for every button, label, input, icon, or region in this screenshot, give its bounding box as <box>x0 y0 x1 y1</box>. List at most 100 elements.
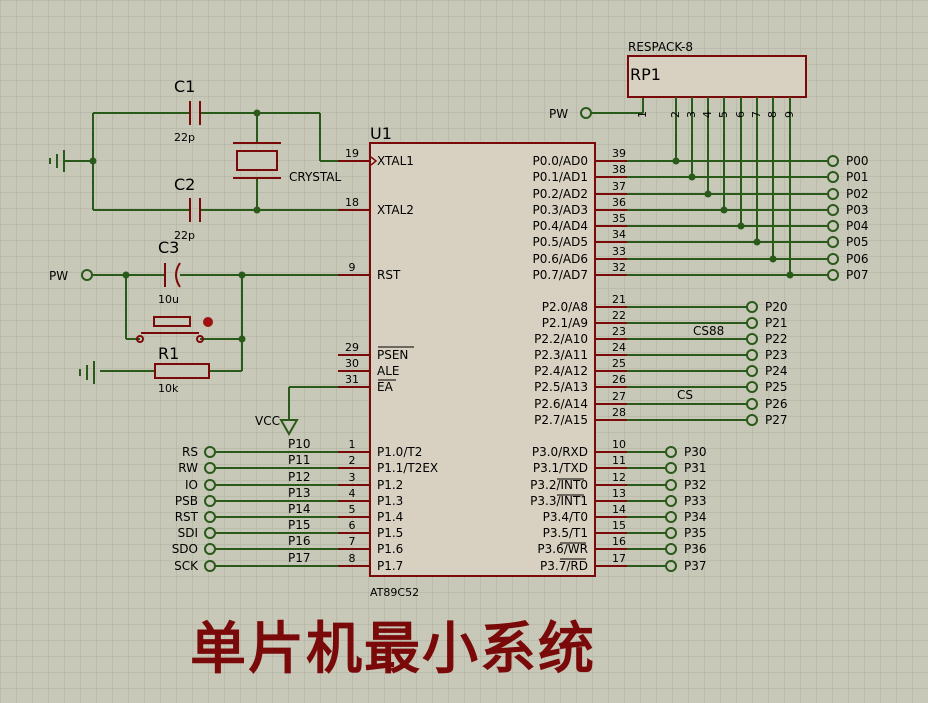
p3-terminal-p30 <box>665 446 677 458</box>
p1-wire-label: P16 <box>288 534 311 548</box>
xtal1-clock-mark <box>370 156 378 166</box>
p2-terminal-label: P25 <box>765 380 788 394</box>
pin-number: 3 <box>349 471 356 484</box>
junction-dot <box>704 190 712 198</box>
p2-terminal-label: P24 <box>765 364 788 378</box>
pin-name: P3.5/T1 <box>543 526 588 540</box>
p0-terminal-p05 <box>827 236 839 248</box>
p0-terminal-label: P07 <box>846 268 869 282</box>
button-indicator-icon <box>203 317 213 327</box>
pin-name: P1.5 <box>377 526 403 540</box>
p2-terminal-label: P26 <box>765 397 788 411</box>
net-terminals: RSP10RWP11IOP12PSBP13RSTP14SDIP15SDOP16S… <box>172 154 869 573</box>
pin-number: 31 <box>345 373 359 386</box>
pin-name: P0.6/AD6 <box>533 252 588 266</box>
p2-terminal-label: P21 <box>765 316 788 330</box>
junction-dot <box>753 238 761 246</box>
p0-terminal-p07 <box>827 269 839 281</box>
rp1-pin-number: 6 <box>734 111 747 118</box>
p1-wire-label: P10 <box>288 437 311 451</box>
p0-terminal-p00 <box>827 155 839 167</box>
p2-terminal-p21 <box>746 317 758 329</box>
p0-terminal-label: P06 <box>846 252 869 266</box>
chip-pins: 19XTAL118XTAL29RST29PSEN30ALE31EA1P1.0/T… <box>338 111 796 573</box>
p2-terminal-p22 <box>746 333 758 345</box>
vcc-arrow-icon <box>279 419 299 437</box>
rp1-pin-number: 1 <box>636 111 649 118</box>
p2-terminal-p20 <box>746 301 758 313</box>
p1-terminal-rst <box>204 511 216 523</box>
junction-dot <box>672 157 680 165</box>
pin-number: 11 <box>612 454 626 467</box>
pw-label-rst: PW <box>49 269 68 283</box>
p2-terminal-label: P27 <box>765 413 788 427</box>
pin-number: 38 <box>612 163 626 176</box>
rp1-pin-number: 4 <box>701 111 714 118</box>
oscillator-junctions <box>89 109 261 214</box>
p3-terminal-label: P34 <box>684 510 707 524</box>
pin-number: 32 <box>612 261 626 274</box>
p3-terminal-label: P33 <box>684 494 707 508</box>
p3-terminal-p37 <box>665 560 677 572</box>
p1-terminal-label: SDI <box>178 526 198 540</box>
p0-terminal-p04 <box>827 220 839 232</box>
page-title: 单片机最小系统 <box>190 616 596 682</box>
pin-number: 18 <box>345 196 359 209</box>
p0-terminal-p01 <box>827 171 839 183</box>
pw-terminal-rst <box>81 269 93 281</box>
pin-name: P1.0/T2 <box>377 445 422 459</box>
pin-name: P0.7/AD7 <box>533 268 588 282</box>
pin-name: P2.5/A13 <box>534 380 588 394</box>
active-low-overbars <box>378 346 586 560</box>
pin-name: P0.0/AD0 <box>533 154 588 168</box>
pin-name: P0.4/AD4 <box>533 219 588 233</box>
pin-name: P3.0/RXD <box>532 445 588 459</box>
pin-name: P2.7/A15 <box>534 413 588 427</box>
pin-name: XTAL2 <box>377 203 414 217</box>
p3-terminal-p34 <box>665 511 677 523</box>
c2-ref: C2 <box>174 175 195 194</box>
pin-number: 5 <box>349 503 356 516</box>
p1-terminal-label: RS <box>182 445 198 459</box>
pin-number: 16 <box>612 535 626 548</box>
p0-terminal-p06 <box>827 253 839 265</box>
chip-u1 <box>369 142 596 577</box>
capacitor-c1 <box>189 101 201 125</box>
pin-number: 13 <box>612 487 626 500</box>
reset-junctions <box>122 271 246 343</box>
p1-terminal-label: PSB <box>175 494 198 508</box>
pin-name: P1.3 <box>377 494 403 508</box>
p1-wire-label: P17 <box>288 551 311 565</box>
p2-terminal-p23 <box>746 349 758 361</box>
junction-dot <box>769 255 777 263</box>
p3-terminal-label: P37 <box>684 559 707 573</box>
p1-wire-label: P13 <box>288 486 311 500</box>
pin-name: P1.6 <box>377 542 403 556</box>
u1-ref: U1 <box>370 124 392 143</box>
pin-name: P1.7 <box>377 559 403 573</box>
capacitor-c2 <box>189 198 201 222</box>
pin-number: 9 <box>349 261 356 274</box>
p1-terminal-rs <box>204 446 216 458</box>
p1-terminal-sck <box>204 560 216 572</box>
p2-terminal-label: P23 <box>765 348 788 362</box>
u1-part: AT89C52 <box>370 586 419 599</box>
resistor-r1 <box>154 363 210 379</box>
r1-ref: R1 <box>158 344 179 363</box>
pin-name: EA <box>377 380 394 394</box>
pin-name: P3.4/T0 <box>543 510 588 524</box>
p3-terminal-p35 <box>665 527 677 539</box>
p0-terminal-label: P01 <box>846 170 869 184</box>
c3-ref: C3 <box>158 238 179 257</box>
pin-number: 2 <box>349 454 356 467</box>
pin-number: 4 <box>349 487 356 500</box>
c1-ref: C1 <box>174 77 195 96</box>
p1-terminal-label: SDO <box>172 542 198 556</box>
p3-terminal-label: P35 <box>684 526 707 540</box>
pin-number: 23 <box>612 325 626 338</box>
p2-terminal-p26 <box>746 398 758 410</box>
rp1-pin-number: 8 <box>766 111 779 118</box>
pin-number: 12 <box>612 471 626 484</box>
p2-terminal-label: P20 <box>765 300 788 314</box>
p2-terminal-p24 <box>746 365 758 377</box>
